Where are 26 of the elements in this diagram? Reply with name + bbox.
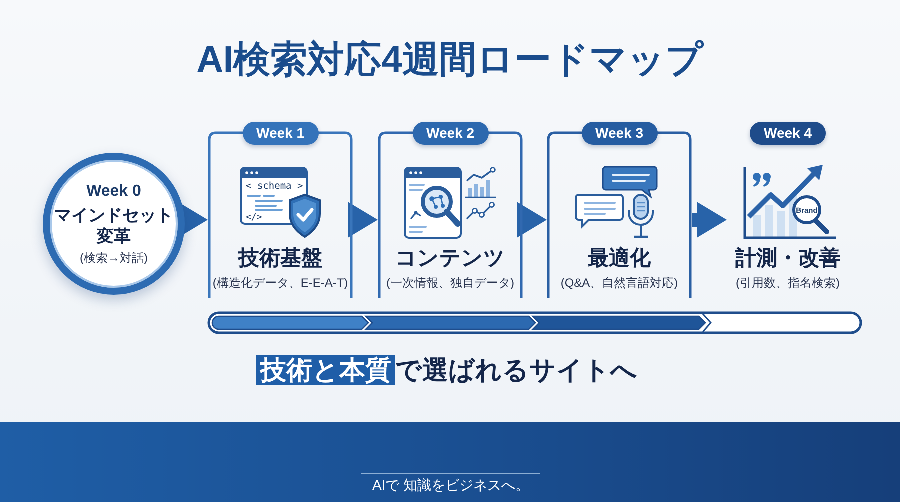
step-panel <box>378 122 523 298</box>
slogan-text: AIで 知識をビジネスへ。 <box>372 476 530 494</box>
tagline: 技術と本質で選ばれるサイトへ <box>256 352 638 388</box>
step-note: (構造化データ、E-E-A-T) <box>212 275 348 291</box>
step-title: 計測・改善 <box>736 246 840 272</box>
step-title: 最適化 <box>588 246 651 272</box>
step-title: 技術基盤 <box>238 246 322 272</box>
week-badge: Week 4 <box>750 122 826 145</box>
step-note: (一次情報、独自データ) <box>386 275 514 291</box>
week-badge: Week 1 <box>242 122 318 145</box>
diagram-title: AI検索対応4週間ロードマップ <box>196 38 704 82</box>
flow-arrow <box>517 202 547 238</box>
week-badge: Week 3 <box>582 122 658 145</box>
week-label: Week 0 <box>86 182 142 202</box>
code-snippet-text: </> <box>246 212 262 224</box>
step-note: (検索→対話) <box>80 250 148 266</box>
flow-arrow <box>348 202 378 238</box>
step-note: (引用数、指名検索) <box>736 275 840 291</box>
week-badge: Week 2 <box>412 122 488 145</box>
code-snippet-text: < schema > <box>246 181 304 193</box>
flow-arrow <box>692 202 727 238</box>
step-panel <box>208 122 353 298</box>
step-note: (Q&A、自然言語対応) <box>560 275 678 291</box>
step-panel <box>547 122 692 298</box>
step-title: マインドセット変革 <box>54 205 174 247</box>
step-title: コンテンツ <box>396 246 506 272</box>
